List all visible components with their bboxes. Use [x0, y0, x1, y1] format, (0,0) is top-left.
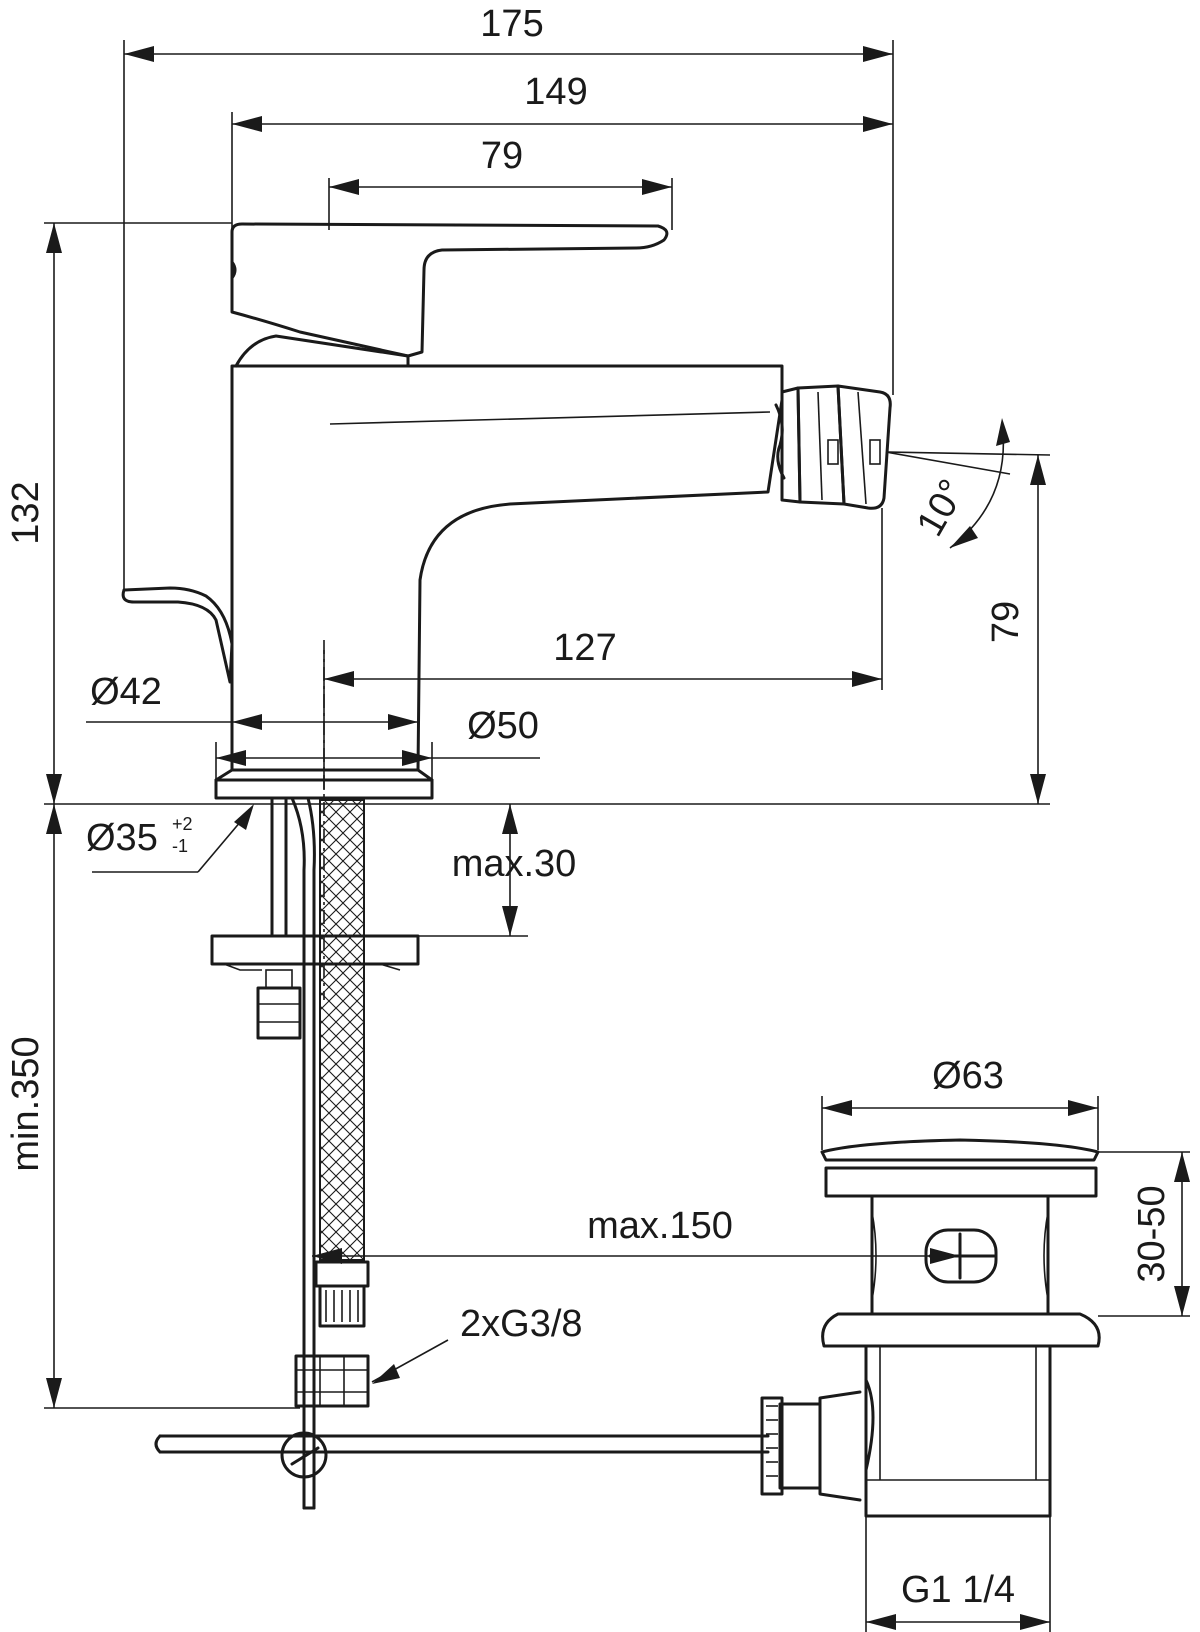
flexible-hose-1	[290, 796, 316, 1292]
dim-dia63: Ø63	[821, 1055, 1099, 1150]
g38-nut	[294, 1354, 370, 1408]
faucet-base	[214, 768, 434, 800]
dim-79-spout-label: 79	[985, 601, 1027, 643]
dim-79-lever-label: 79	[481, 135, 523, 177]
dim-dia42-label: Ø42	[90, 671, 162, 713]
dim-lever-length: 79	[328, 135, 673, 230]
hose-connector	[314, 1260, 370, 1328]
dim-overall-width: 175	[123, 3, 894, 590]
dim-body-width: 149	[231, 71, 893, 235]
dim-132-label: 132	[5, 481, 47, 544]
dim-connection-label: 2xG3/8	[460, 1303, 583, 1345]
dim-dia63-label: Ø63	[932, 1055, 1004, 1097]
dim-max30-label: max.30	[452, 843, 577, 885]
dim-175-label: 175	[480, 3, 543, 45]
horizontal-rod	[154, 1431, 770, 1479]
dim-total-height: 132	[5, 222, 1050, 805]
spout-aerator	[774, 384, 892, 510]
dim-dia50-label: Ø50	[467, 705, 539, 747]
dim-dia35: Ø35 +2 -1	[86, 804, 254, 873]
dim-max30: max.30	[418, 804, 577, 937]
dim-dia35-tol-plus: +2	[172, 814, 193, 834]
dim-dia42: Ø42	[86, 671, 418, 730]
dim-min-hose: min.350	[5, 804, 300, 1409]
dim-waste-range: 30-50	[1098, 1151, 1190, 1317]
dim-spout-height: 79	[985, 455, 1046, 804]
faucet-body	[230, 364, 784, 772]
dim-waste-thread: G1 1/4	[865, 1516, 1051, 1632]
pop-up-waste	[760, 1138, 1101, 1518]
dim-connection: 2xG3/8	[371, 1303, 583, 1384]
dim-spout-reach: 127	[323, 508, 883, 790]
mounting-nut	[256, 969, 302, 1040]
mounting-stud	[270, 796, 288, 936]
mounting-plate	[210, 934, 420, 971]
pop-up-rod	[302, 1288, 316, 1510]
pop-up-rod-lever	[121, 586, 234, 684]
dim-max150: max.150	[312, 1205, 960, 1264]
dim-30-50-label: 30-50	[1131, 1185, 1173, 1282]
dim-max150-label: max.150	[587, 1205, 733, 1247]
faucet-lever	[230, 222, 669, 368]
dim-spout-angle: 10°	[885, 418, 1051, 549]
dim-min350-label: min.350	[5, 1036, 47, 1171]
dim-dia35-label: Ø35	[86, 817, 158, 859]
dim-127-label: 127	[553, 627, 616, 669]
flexible-hose-2	[319, 799, 365, 1261]
dim-dia35-tol-minus: -1	[172, 836, 188, 856]
dim-g114-label: G1 1/4	[901, 1569, 1015, 1611]
dim-149-label: 149	[524, 71, 587, 113]
dim-dia50: Ø50	[215, 705, 540, 780]
